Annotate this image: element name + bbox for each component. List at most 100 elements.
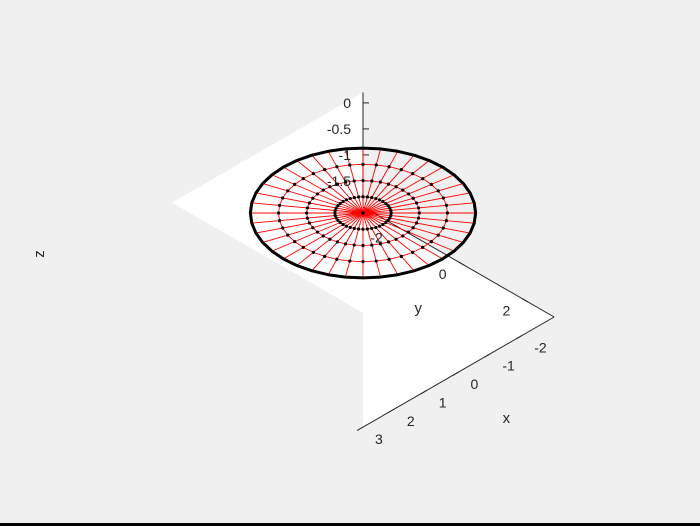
- mesh-node: [370, 179, 374, 183]
- mesh-node: [344, 224, 349, 228]
- mesh-node: [356, 195, 361, 199]
- y-tick-mark: [521, 298, 529, 303]
- axis-ticks: [356, 102, 529, 432]
- mesh-node: [307, 201, 312, 205]
- mesh-node: [374, 196, 378, 201]
- mesh-node: [307, 221, 312, 225]
- mesh-node: [311, 226, 315, 230]
- mesh-node: [286, 233, 290, 237]
- mesh-node: [361, 227, 365, 231]
- mesh-node: [344, 198, 349, 202]
- mesh-node: [378, 180, 382, 184]
- mesh-node: [411, 196, 415, 200]
- mesh-node: [311, 196, 315, 200]
- mesh-node: [401, 188, 405, 192]
- mesh-node: [361, 195, 365, 199]
- mesh-node: [348, 225, 352, 230]
- mesh-node: [414, 201, 419, 205]
- z-tick-label: 0: [343, 95, 351, 111]
- mesh-node: [444, 219, 449, 223]
- mesh-node: [321, 188, 325, 192]
- disc-boundary-line: [248, 146, 478, 280]
- x-tick-label: 0: [471, 376, 479, 392]
- mesh-node: [401, 234, 405, 238]
- mesh-node: [348, 196, 352, 201]
- mesh-node: [386, 182, 391, 186]
- mesh-node: [348, 163, 352, 167]
- mesh-node: [377, 224, 382, 228]
- y-tick-label: -2: [370, 229, 383, 245]
- mesh-node: [406, 192, 411, 196]
- mesh-node: [365, 227, 370, 231]
- mesh-node: [323, 254, 327, 258]
- mesh-node: [328, 185, 332, 189]
- mesh-node: [386, 218, 390, 222]
- mesh-node: [381, 222, 385, 227]
- disc-boundary: [248, 146, 478, 280]
- mesh-node: [323, 168, 327, 172]
- x-tick-label: -2: [534, 339, 547, 355]
- x-tick-label: 3: [375, 431, 383, 447]
- mesh-node: [286, 189, 290, 193]
- mesh-nodes: [276, 162, 450, 264]
- mesh-node: [344, 180, 348, 184]
- y-axis-label: y: [414, 300, 422, 317]
- mesh-node: [281, 226, 285, 230]
- mesh-node: [389, 211, 393, 215]
- mesh-node: [394, 237, 398, 241]
- mesh-node: [389, 208, 393, 213]
- mesh-node: [311, 172, 315, 176]
- mesh-node: [305, 206, 309, 210]
- mesh-node: [315, 230, 320, 234]
- mesh-node: [341, 222, 345, 227]
- mesh-node: [441, 226, 445, 230]
- mesh-node: [386, 240, 391, 244]
- z-tick-label: -1: [339, 147, 352, 163]
- mesh-node: [336, 204, 340, 208]
- mesh-node: [394, 185, 398, 189]
- mesh-node: [436, 189, 440, 193]
- mesh-node: [421, 176, 425, 181]
- x-tick-mark: [388, 408, 396, 413]
- mesh-node: [374, 163, 378, 167]
- mesh-node: [384, 201, 388, 206]
- mesh-node: [365, 195, 370, 199]
- mesh-node: [338, 220, 342, 225]
- z-tick-label: -1.5: [327, 173, 351, 189]
- x-tick-mark: [356, 426, 364, 432]
- window-bottom-border: [0, 523, 700, 526]
- mesh-node: [388, 206, 392, 210]
- mesh-node: [335, 240, 340, 244]
- mesh-node: [389, 213, 393, 218]
- x-tick-label: 2: [407, 413, 415, 429]
- mesh-node: [293, 182, 297, 186]
- mesh-node: [361, 243, 365, 248]
- mesh-node: [417, 211, 421, 215]
- mesh-node: [361, 162, 365, 166]
- mesh-node: [335, 165, 339, 169]
- mesh-node: [348, 259, 352, 263]
- mesh-node: [341, 199, 345, 204]
- x-tick-mark: [484, 353, 491, 358]
- mesh-node: [388, 216, 392, 220]
- mesh-node: [406, 230, 411, 234]
- mesh-node: [361, 178, 365, 183]
- x-tick-label: 1: [439, 394, 447, 410]
- mesh-node: [301, 176, 305, 181]
- mesh-node: [414, 221, 419, 225]
- mesh-node: [301, 245, 305, 250]
- mesh-node: [411, 226, 415, 230]
- mesh-node: [352, 226, 356, 231]
- mesh-node: [356, 227, 361, 231]
- x-tick-mark: [515, 334, 523, 340]
- mesh-node: [334, 206, 338, 210]
- mesh-node: [333, 211, 337, 215]
- mesh-node: [328, 237, 332, 241]
- z-axis-label: z: [31, 250, 48, 258]
- mesh-node: [361, 211, 365, 215]
- x-tick-mark: [452, 371, 459, 376]
- mesh-node: [281, 196, 285, 200]
- mesh-node: [370, 226, 374, 231]
